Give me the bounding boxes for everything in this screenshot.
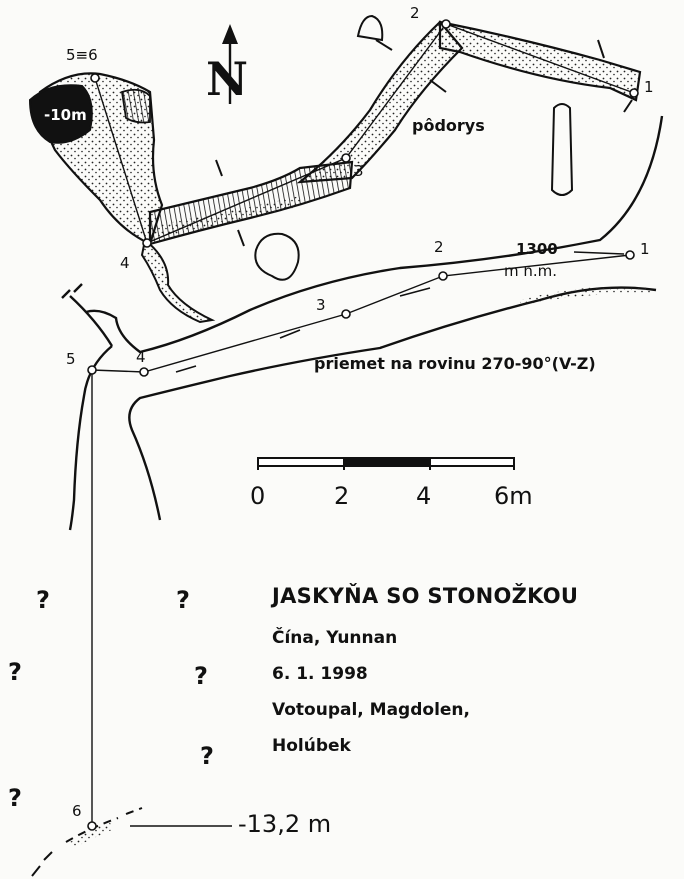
profile-station-1-label: 1 — [640, 240, 650, 258]
profile-station-3-label: 3 — [316, 296, 326, 314]
north-arrow-icon — [222, 24, 238, 104]
unknown-mark: ? — [194, 662, 208, 690]
altitude-unit: m n.m. — [504, 262, 558, 280]
plan-station-5-marker — [90, 73, 100, 83]
profile-dash-c — [175, 365, 197, 373]
plan-station-3-label: 3 — [354, 162, 364, 180]
profile-bottom-slope — [31, 851, 53, 877]
chamber-depth-label: -10m — [44, 106, 87, 124]
authors-line-2: Holúbek — [272, 736, 351, 756]
scale-label-2: 2 — [334, 482, 350, 510]
profile-dash-b — [399, 287, 431, 297]
profile-station-6-marker — [87, 821, 97, 831]
location-text: Čína, Yunnan — [272, 628, 398, 648]
plan-station-4-marker — [142, 238, 152, 248]
plan-passage-upper — [438, 20, 642, 102]
plan-station-1-label: 1 — [644, 78, 654, 96]
plan-passage-diagonal — [296, 20, 464, 184]
profile-floor-stipple — [520, 285, 650, 306]
plan-passage-south — [140, 238, 216, 324]
scale-bar-filled-segment — [344, 458, 430, 466]
plan-passage-dotted-strip — [150, 196, 302, 238]
profile-broken-wall-1 — [61, 283, 83, 299]
plan-pit — [28, 84, 93, 144]
profile-shaft-entrance — [69, 295, 114, 347]
plan-section-ticks — [215, 39, 633, 247]
profile-lower-wall — [128, 286, 657, 521]
plan-pillar-round — [254, 232, 300, 281]
authors-line-1: Votoupal, Magdolen, — [272, 700, 470, 720]
plan-station-4-label: 4 — [120, 254, 130, 272]
plan-station-2-label: 2 — [410, 4, 420, 22]
profile-station-1-marker — [625, 250, 635, 260]
unknown-mark: ? — [8, 784, 22, 812]
date-text: 6. 1. 1998 — [272, 664, 368, 684]
plan-pillar-top — [356, 14, 384, 42]
profile-station-2-label: 2 — [434, 238, 444, 256]
plan-view-label: pôdorys — [412, 116, 485, 135]
unknown-mark: ? — [176, 586, 190, 614]
plan-pillar-narrow — [550, 103, 574, 196]
profile-upper-wall — [85, 115, 664, 354]
profile-station-6-label: 6 — [72, 802, 82, 820]
unknown-mark: ? — [36, 586, 50, 614]
profile-station-4-marker — [139, 367, 149, 377]
plan-station-5-6-label: 5≡6 — [66, 46, 98, 64]
profile-bottom-floor-stipple — [70, 822, 112, 848]
profile-altitude-leader — [573, 251, 625, 255]
scale-label-4: 4 — [416, 482, 432, 510]
unknown-mark: ? — [200, 742, 214, 770]
profile-dash-a — [279, 329, 301, 339]
profile-station-3-marker — [341, 309, 351, 319]
profile-station-5-label: 5 — [66, 350, 76, 368]
plan-view — [28, 14, 642, 324]
north-label: N — [206, 52, 249, 106]
profile-view — [31, 115, 664, 877]
final-depth-label: -13,2 m — [238, 810, 332, 838]
plan-ledge — [120, 88, 151, 124]
unknown-mark: ? — [8, 658, 22, 686]
projection-label: priemet na rovinu 270-90°(V-Z) — [314, 354, 596, 373]
profile-station-5-marker — [87, 365, 97, 375]
scale-bar — [257, 457, 515, 470]
cave-title: JASKYŇA SO STONOŽKOU — [272, 584, 579, 608]
altitude-value: 1300 — [516, 240, 558, 258]
scale-label-6m: 6m — [494, 482, 533, 510]
plan-station-2-marker — [441, 19, 451, 29]
scale-label-0: 0 — [250, 482, 266, 510]
plan-station-3-marker — [341, 153, 351, 163]
plan-station-1-marker — [629, 88, 639, 98]
profile-station-2-marker — [438, 271, 448, 281]
profile-station-4-label: 4 — [136, 348, 146, 366]
